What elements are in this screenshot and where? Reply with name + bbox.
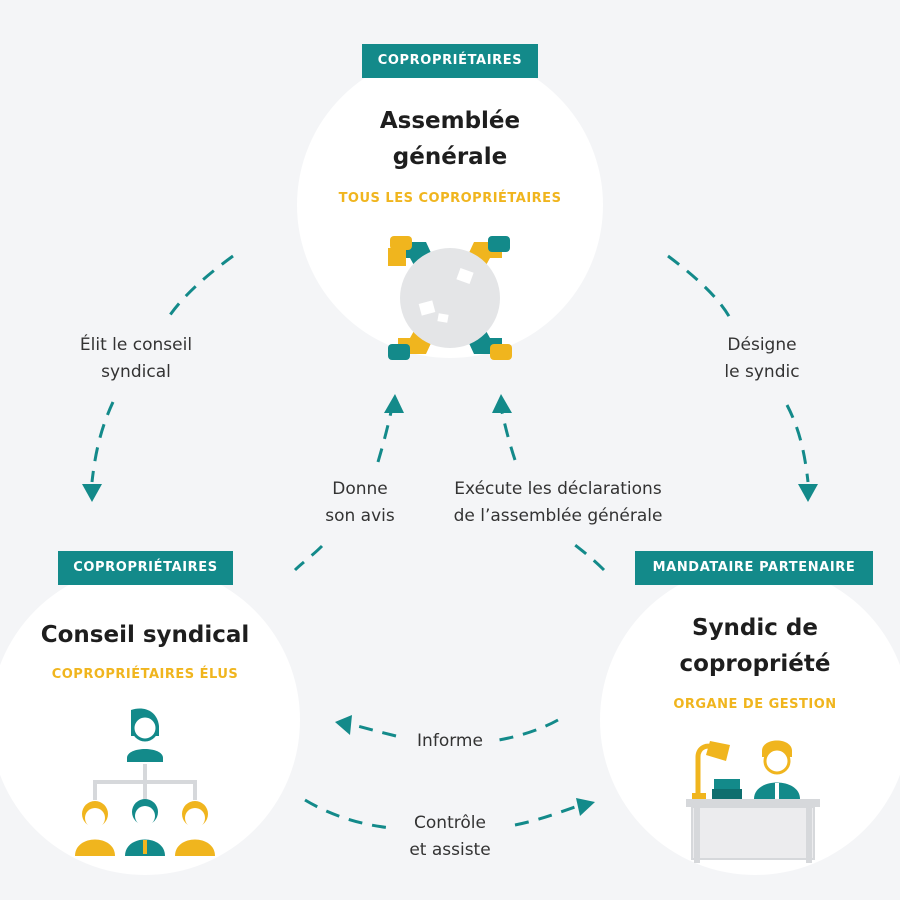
meeting-table-icon	[388, 236, 512, 360]
arrow-execute-bottom	[574, 543, 606, 572]
label-donne-line2: son avis	[325, 506, 395, 526]
label-controle-line1: Contrôle	[414, 813, 486, 833]
syndic-subtitle: ORGANE DE GESTION	[673, 697, 837, 712]
arrow-controle-left	[304, 798, 393, 830]
conseil-badge: COPROPRIÉTAIRES	[58, 551, 233, 585]
arrow-donne-top	[376, 411, 393, 463]
arrow-informe-right	[491, 718, 559, 743]
label-donne: Donne son avis	[300, 476, 420, 530]
org-chart-people-icon	[75, 708, 215, 856]
label-controle: Contrôle et assiste	[380, 810, 520, 864]
arrow-execute-top	[500, 411, 517, 461]
arrowhead-elit	[82, 484, 102, 502]
arrowhead-designe	[798, 484, 818, 502]
assemblee-title: Assemblée générale	[300, 103, 600, 175]
arrow-donne-bottom	[293, 544, 324, 572]
label-designe: Désigne le syndic	[662, 332, 862, 386]
label-informe: Informe	[417, 731, 483, 751]
syndic-badge: MANDATAIRE PARTENAIRE	[635, 551, 873, 585]
syndic-title: Syndic de copropriété	[610, 610, 900, 682]
desk-manager-icon	[686, 740, 820, 863]
assemblee-subtitle: TOUS LES COPROPRIÉTAIRES	[338, 191, 562, 206]
label-execute-line1: Exécute les déclarations	[454, 479, 662, 499]
label-donne-line1: Donne	[332, 479, 388, 499]
arrowhead-execute	[492, 394, 512, 413]
label-designe-line1: Désigne	[727, 335, 797, 355]
label-execute: Exécute les déclarations de l’assemblée …	[430, 476, 686, 530]
arrow-informe-left	[349, 722, 397, 738]
arrowhead-informe	[335, 715, 352, 735]
syndic-title-line2: copropriété	[679, 651, 831, 677]
arrow-designe-bottom	[785, 404, 810, 483]
label-elit-line1: Élit le conseil	[79, 335, 193, 355]
arrow-designe-top	[667, 254, 732, 319]
syndic-title-line1: Syndic de	[692, 615, 818, 641]
arrow-elit-bottom	[90, 401, 115, 483]
arrowhead-donne	[384, 394, 404, 413]
label-elit: Élit le conseil syndical	[36, 332, 236, 386]
conseil-title: Conseil syndical	[40, 622, 250, 648]
label-elit-line2: syndical	[101, 362, 171, 382]
assemblee-title-line1: Assemblée	[379, 108, 521, 134]
label-execute-line2: de l’assemblée générale	[453, 506, 663, 526]
arrow-controle-right	[514, 804, 579, 827]
arrow-elit-top	[166, 254, 234, 319]
assemblee-badge: COPROPRIÉTAIRES	[362, 44, 538, 78]
label-controle-line2: et assiste	[409, 840, 491, 860]
arrowhead-controle	[576, 798, 595, 816]
conseil-subtitle: COPROPRIÉTAIRES ÉLUS	[51, 667, 239, 682]
assemblee-title-line2: générale	[392, 144, 508, 170]
label-designe-line2: le syndic	[724, 362, 800, 382]
